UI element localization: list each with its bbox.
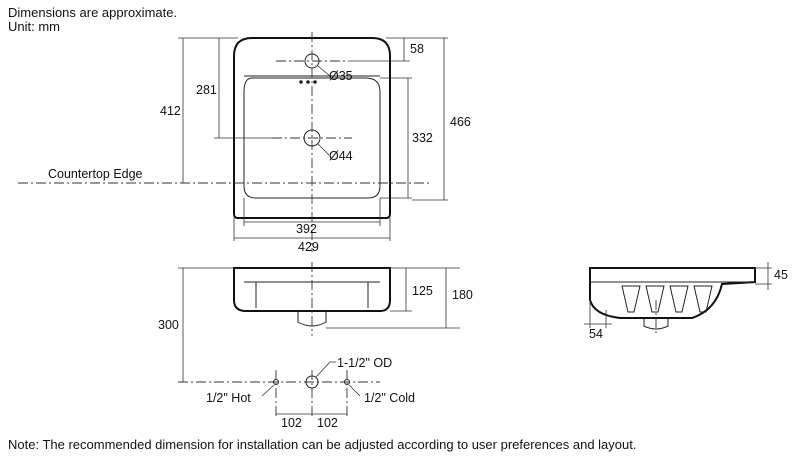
dim-300-label: 300: [158, 318, 179, 332]
dim-281-label: 281: [196, 83, 217, 97]
dim-102-left-label: 102: [281, 416, 302, 430]
basin-inner-bowl: [243, 77, 381, 199]
cold-leader: [348, 384, 361, 397]
dia-35-label: Ø35: [329, 69, 353, 83]
overflow-hole: [306, 80, 310, 84]
dim-125-label: 125: [412, 284, 433, 298]
side-fin-1: [621, 285, 641, 313]
header-line-2: Unit: mm: [8, 19, 60, 34]
dim-102-right-label: 102: [317, 416, 338, 430]
dim-180-label: 180: [452, 288, 473, 302]
side-fin-2: [645, 285, 665, 313]
basin-outer-outline: [233, 37, 391, 219]
hot-leader: [261, 384, 275, 397]
front-view: 125 180 300 1-1/2" OD 1/2" Hot 1/2" Cold…: [158, 262, 473, 430]
dim-332-label: 332: [412, 131, 433, 145]
dim-58-label: 58: [410, 42, 424, 56]
od-leader: [315, 361, 336, 378]
countertop-edge-label: Countertop Edge: [48, 167, 143, 181]
dia-44-label: Ø44: [329, 149, 353, 163]
front-basin-outline: [233, 267, 391, 312]
dia-35-leader: [317, 65, 331, 77]
side-drain: [643, 318, 669, 330]
dim-429-label: 429: [298, 240, 319, 254]
installation-note: Note: The recommended dimension for inst…: [8, 437, 637, 452]
dim-45-label: 45: [774, 268, 788, 282]
dim-412-label: 412: [160, 104, 181, 118]
cold-label: 1/2" Cold: [364, 391, 415, 405]
dia-44-leader: [317, 143, 330, 156]
top-view: Countertop Edge 412 281 58 Ø35 Ø44 332 4…: [18, 32, 471, 254]
dim-392-label: 392: [296, 222, 317, 236]
side-fin-3: [669, 285, 689, 313]
overflow-hole: [299, 80, 303, 84]
dim-54-label: 54: [589, 327, 603, 341]
side-fin-4: [693, 285, 713, 313]
od-label: 1-1/2" OD: [337, 356, 392, 370]
header-line-1: Dimensions are approximate.: [8, 5, 178, 20]
overflow-hole: [313, 80, 317, 84]
side-basin-outline: [589, 267, 756, 319]
side-view: 45 54: [584, 262, 788, 341]
hot-label: 1/2" Hot: [206, 391, 251, 405]
dim-466-label: 466: [450, 115, 471, 129]
